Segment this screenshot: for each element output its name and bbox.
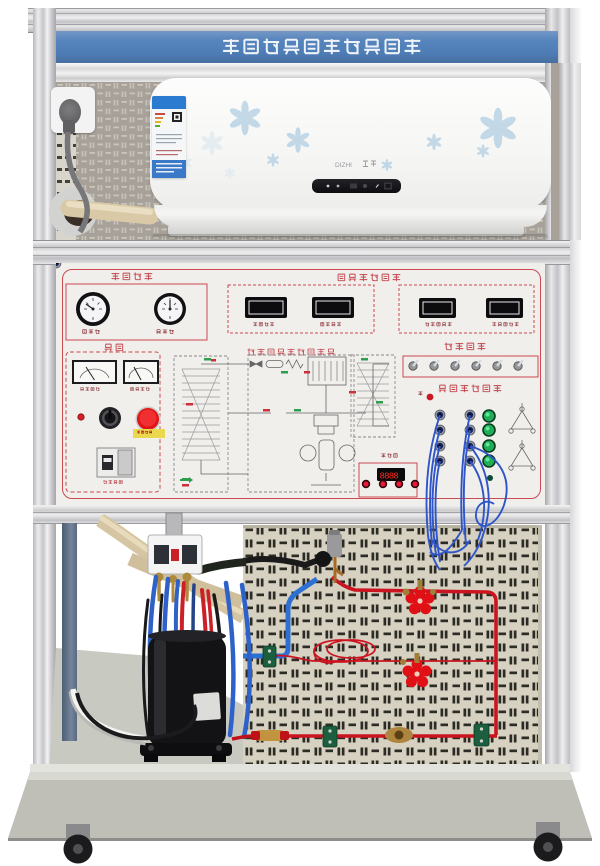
svg-text:8888: 8888 bbox=[380, 472, 399, 482]
svg-text:DIZHI: DIZHI bbox=[335, 162, 352, 169]
